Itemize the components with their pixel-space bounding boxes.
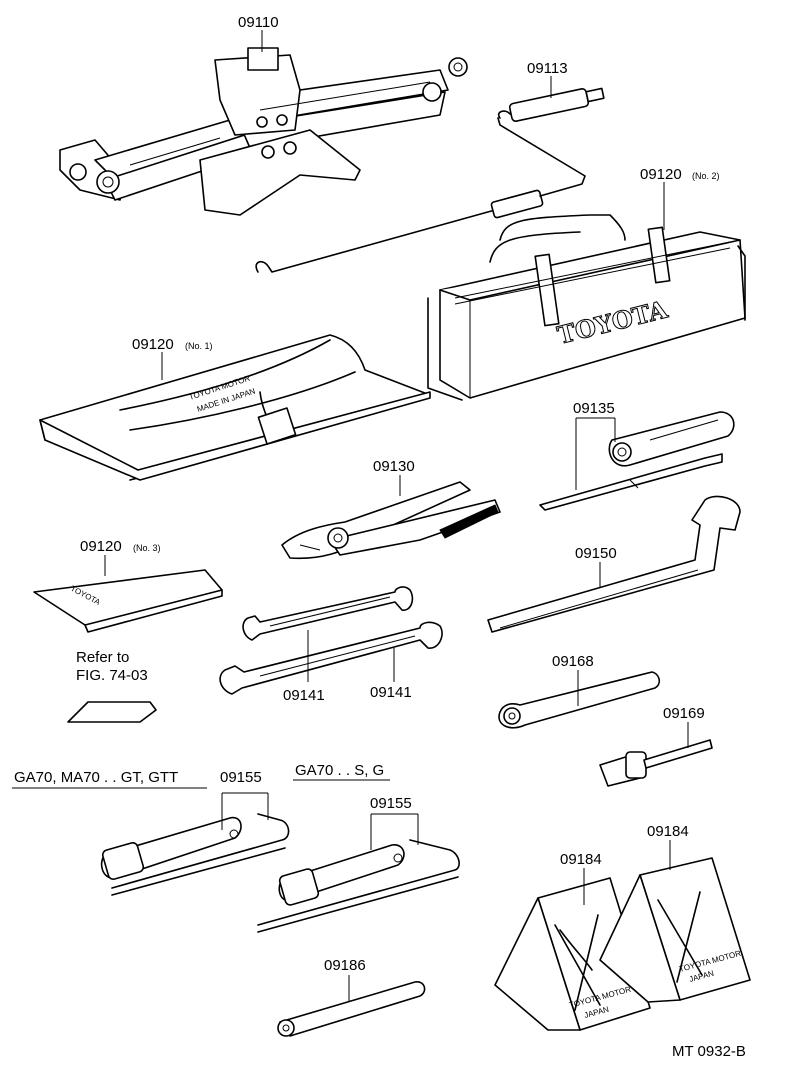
label-bar: 09186 [324,957,366,974]
refer-line2: FIG. 74-03 [76,667,148,684]
label-wrench-b: 09141 [370,684,412,701]
label-tool-bag-suffix: (No. 2) [692,171,720,181]
screwdriver-drawing [539,411,735,511]
group-header-right: GA70 . . S, G [295,762,384,779]
label-small-pouch: 09120 [80,538,122,555]
extension-drawing [599,739,713,787]
chock-a-drawing: TOYOTA MOTOR JAPAN [494,877,651,1031]
roll-pouch-drawing: TOYOTA MOTOR MADE IN JAPAN [39,334,431,481]
label-tool-bag: 09120 [640,166,682,183]
refer-line1: Refer to [76,649,129,666]
label-chock-a: 09184 [560,851,602,868]
label-jack-handle: 09113 [527,60,568,77]
label-pliers: 09130 [373,458,415,475]
group-header-left: GA70, MA70 . . GT, GTT [14,769,178,786]
label-wrench-a: 09141 [283,687,325,704]
plug-wrench-b-drawing [257,839,460,933]
label-lug-wrench: 09150 [575,545,617,562]
label-ratchet: 09168 [552,653,594,670]
plug-wrench-a-drawing [100,813,290,896]
pliers-drawing [281,481,501,560]
lug-wrench-drawing [487,495,741,633]
jack-handle-drawing [255,87,605,273]
label-chock-b: 09184 [647,823,689,840]
bar-drawing [277,981,426,1037]
footer-code: MT 0932-B [672,1043,746,1060]
label-plug-wrench-b: 09155 [370,795,412,812]
label-plug-wrench-a: 09155 [220,769,262,786]
label-jack: 09110 [238,14,279,31]
tool-bag-drawing: TOYOTA [427,214,746,401]
label-roll-pouch: 09120 [132,336,174,353]
wrench-b-drawing [219,621,443,695]
label-extension: 09169 [663,705,705,722]
wrench-a-drawing [242,586,414,641]
reference-patch [67,701,157,723]
small-pouch-drawing: TOYOTA [33,569,223,633]
leader-lines [12,30,689,1002]
jack-drawing [59,47,468,216]
label-small-pouch-suffix: (No. 3) [133,543,161,553]
label-roll-pouch-suffix: (No. 1) [185,341,213,351]
label-screwdriver: 09135 [573,400,615,417]
ratchet-handle-drawing [498,671,661,729]
chock-b-drawing: TOYOTA MOTOR JAPAN [599,857,751,1003]
